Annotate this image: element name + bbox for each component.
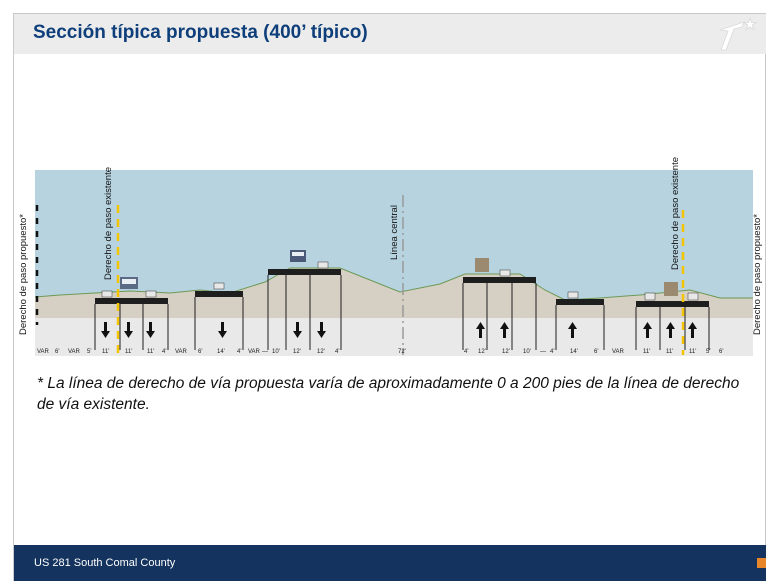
dim-label: 11' (666, 349, 673, 355)
dim-label: 11' (125, 349, 132, 355)
dim-label: 10' (272, 349, 280, 355)
footer-accent (757, 558, 766, 568)
dim-label: 12' (502, 349, 510, 355)
dim-label: 6' (719, 349, 723, 355)
dim-label: 12' (478, 349, 486, 355)
centerline-label: Línea central (389, 205, 400, 260)
dim-label: VAR (248, 349, 261, 355)
arrow-down-icon (317, 322, 326, 338)
existing-row-right-label: Derecho de paso existente (670, 157, 681, 270)
arrow-down-icon (146, 322, 155, 338)
dim-label: 12' (293, 349, 301, 355)
arrow-down-icon (101, 322, 110, 338)
dim-label: 14' (217, 349, 225, 355)
dim-label: 5' (87, 349, 91, 355)
footer-text: US 281 South Comal County (34, 557, 176, 569)
roadways (95, 269, 709, 307)
dim-label: 10' (523, 349, 531, 355)
dim-label: VAR (175, 349, 188, 355)
dim-label: 4' (464, 349, 468, 355)
slide-title: Sección típica propuesta (400’ típico) (33, 22, 368, 43)
typical-section-diagram: Derecho de paso propuesto* Derecho de pa… (18, 157, 763, 356)
footer-bar (14, 545, 766, 581)
arrow-down-icon (293, 322, 302, 338)
row-left-label: Derecho de paso propuesto* (18, 214, 29, 335)
vehicles (101, 250, 699, 301)
dim-label: 4' (550, 349, 554, 355)
dim-label: — (262, 349, 268, 355)
wall-lines (94, 275, 710, 350)
dim-label: VAR (68, 349, 81, 355)
dimension-band (35, 318, 753, 356)
dim-label: 12' (317, 349, 325, 355)
dim-label: 6' (198, 349, 202, 355)
arrow-up-icon (568, 322, 577, 338)
arrow-up-icon (500, 322, 509, 338)
arrow-up-icon (643, 322, 652, 338)
dim-label: 11' (689, 349, 696, 355)
row-right-label: Derecho de paso propuesto* (752, 214, 763, 335)
txdot-logo-icon (719, 16, 758, 51)
dim-label: 11' (102, 349, 109, 355)
arrow-down-icon (218, 322, 227, 338)
dim-label: 11' (147, 349, 154, 355)
dim-label: VAR (612, 349, 625, 355)
title-bar (14, 14, 766, 54)
dim-label: 5' (706, 349, 710, 355)
arrow-up-icon (688, 322, 697, 338)
traffic-arrows (101, 322, 697, 338)
arrow-up-icon (476, 322, 485, 338)
dim-label: 14' (570, 349, 578, 355)
ground-profile (35, 268, 753, 318)
existing-row-left-label: Derecho de paso existente (103, 167, 114, 280)
dim-label: 6' (55, 349, 59, 355)
dimension-labels: VAR 6' VAR 5' 11' 11' 11' 4' VAR 6' 14' … (37, 349, 723, 355)
footnote: * La línea de derecho de vía propuesta v… (37, 375, 740, 413)
dim-label: 6' (594, 349, 598, 355)
dim-label: 72' (398, 349, 406, 355)
dim-label: 4' (162, 349, 166, 355)
dim-label: — (540, 349, 546, 355)
dim-label: 4' (335, 349, 339, 355)
dim-label: 11' (643, 349, 650, 355)
arrow-up-icon (666, 322, 675, 338)
arrow-down-icon (124, 322, 133, 338)
dim-label: 4' (237, 349, 241, 355)
dim-label: VAR (37, 349, 50, 355)
